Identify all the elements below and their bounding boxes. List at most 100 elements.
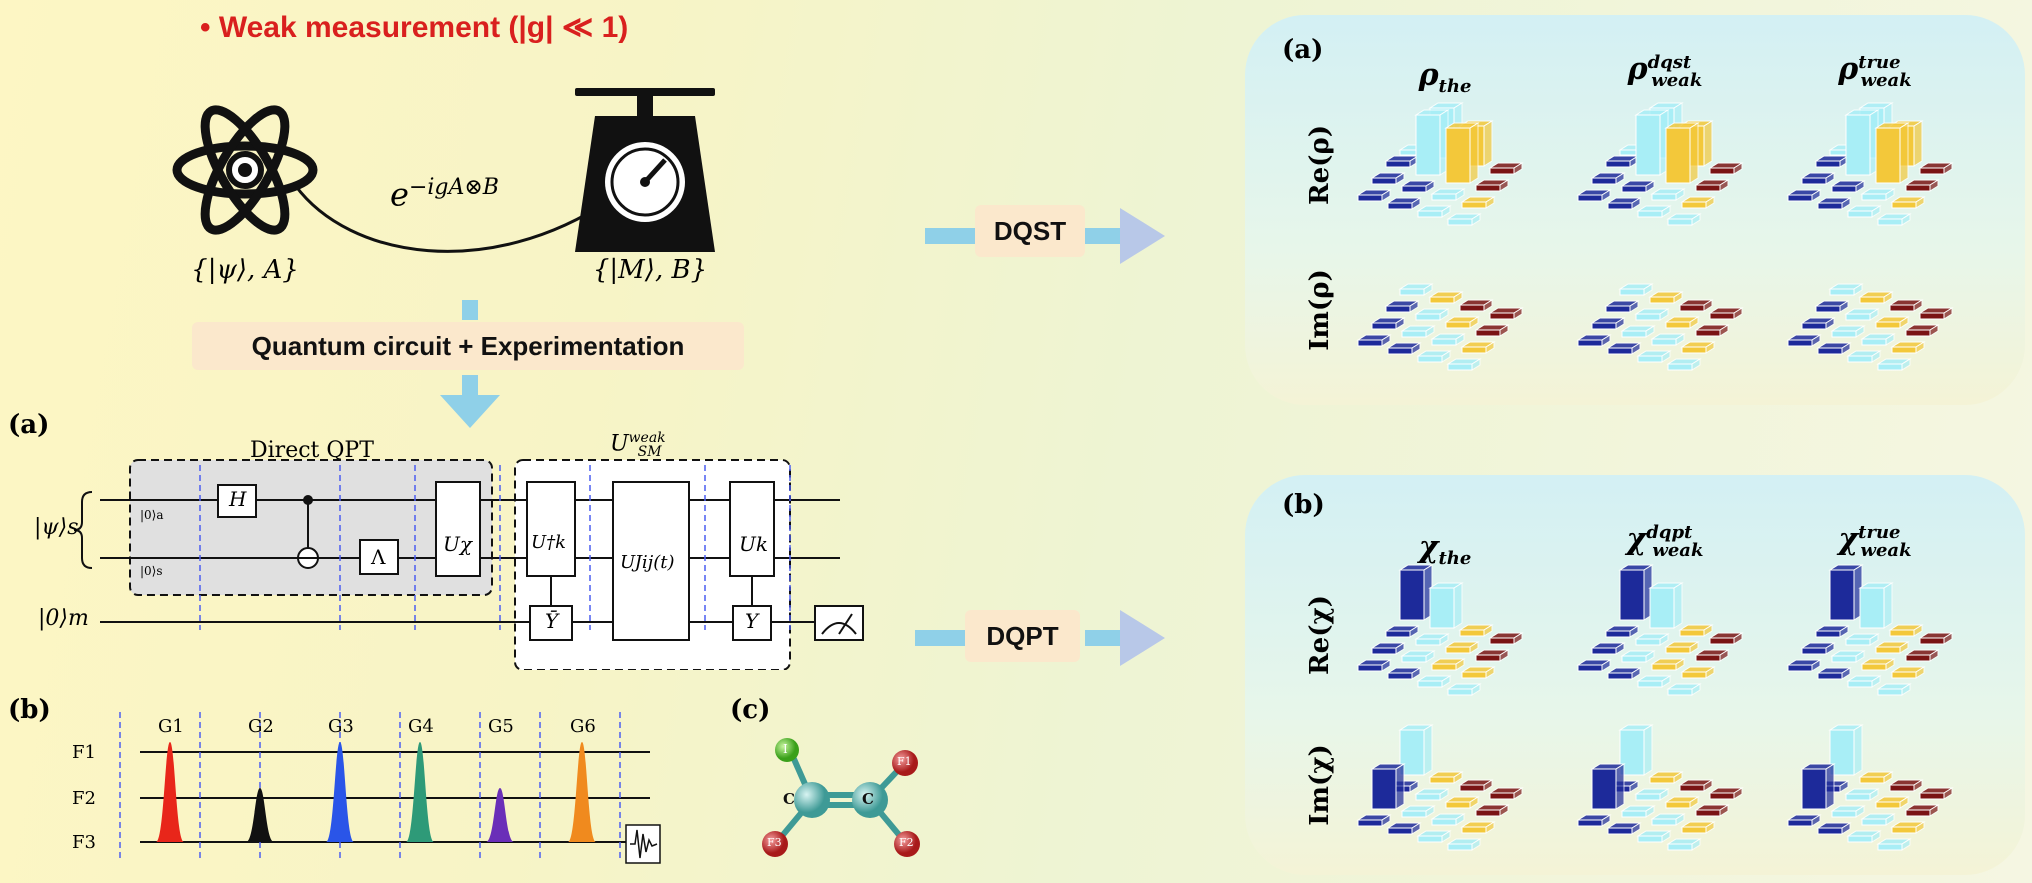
matrix-bar-side: [1703, 779, 1713, 792]
matrix-bar: [1461, 826, 1487, 834]
matrix-bar-side: [1439, 633, 1449, 646]
matrix-bar-side: [1661, 675, 1671, 688]
matrix-bar-side: [1705, 666, 1715, 679]
matrix-bar: [1401, 810, 1427, 818]
matrix-bar: [1431, 818, 1457, 826]
matrix-bar: [1861, 818, 1887, 826]
zero-a-label: |0⟩a: [140, 508, 164, 522]
iodine-label: I: [783, 742, 788, 756]
matrix-bar: [1475, 654, 1501, 662]
matrix-bar: [1891, 671, 1917, 679]
matrix-bar: [1387, 347, 1413, 355]
matrix-bar-side: [1469, 122, 1479, 184]
matrix-bar-side: [1675, 813, 1685, 826]
matrix-bar-side: [1425, 805, 1435, 818]
matrix-bar-side: [1439, 308, 1449, 321]
matrix-bar-side: [1469, 641, 1479, 654]
matrix-bar: [1847, 355, 1873, 363]
matrix-bar: [1877, 688, 1903, 696]
matrix-bar: [1447, 688, 1473, 696]
matrix-bar-side: [1841, 197, 1851, 210]
matrix-bar-side: [1915, 196, 1925, 209]
matrix-bar: [1429, 296, 1455, 304]
ybar-gate: Ȳ: [545, 609, 559, 633]
matrix-bar-side: [1673, 771, 1683, 784]
matrix-bar: [1667, 218, 1693, 226]
matrix-bar-side: [1423, 724, 1433, 776]
matrix-bar-side: [1929, 179, 1939, 192]
matrix-bar-side: [1631, 667, 1641, 680]
matrix-bar-side: [1395, 172, 1405, 185]
matrix-bar: [1847, 835, 1873, 843]
g-label: G5: [488, 716, 514, 737]
matrix-bar-side: [1381, 659, 1391, 672]
fluorine-2-label: F2: [899, 836, 914, 849]
matrix-bar-side: [1601, 189, 1611, 202]
matrix-bar-side: [1455, 188, 1465, 201]
matrix-bar-side: [1483, 120, 1493, 167]
matrix-bar-side: [1883, 291, 1893, 304]
matrix-bar: [1859, 776, 1885, 784]
matrix-bar-side: [1441, 675, 1451, 688]
matrix-bar: [1695, 809, 1721, 817]
matrix-bar: [1919, 792, 1945, 800]
matrix-bar: [1875, 801, 1901, 809]
matrix-bar-side: [1629, 300, 1639, 313]
h-gate: H: [229, 487, 247, 511]
matrix-bar: [1801, 647, 1827, 655]
matrix-bar-side: [1485, 666, 1495, 679]
matrix-bar: [1445, 321, 1471, 329]
matrix-bar-side: [1631, 822, 1641, 835]
matrix-bar: [1385, 630, 1411, 638]
matrix-bar-side: [1499, 324, 1509, 337]
matrix-bar-side: [1913, 120, 1923, 167]
pulse: [246, 788, 274, 842]
matrix-bar-side: [1601, 814, 1611, 827]
matrix-bar: [1889, 629, 1915, 637]
matrix-bar-side: [1871, 205, 1881, 218]
chi-true-heading: χtrueweak: [1838, 522, 1912, 561]
matrix-bar-side: [1425, 650, 1435, 663]
matrix-bar-side: [1915, 341, 1925, 354]
matrix-bar: [1577, 194, 1603, 202]
matrix-bar-side: [1811, 334, 1821, 347]
matrix-bar: [1387, 827, 1413, 835]
matrix-bar: [1415, 638, 1441, 646]
f-label: F3: [72, 832, 96, 853]
matrix-bar-side: [1485, 821, 1495, 834]
matrix-bar-side: [1913, 624, 1923, 637]
matrix-bar-side: [1689, 796, 1699, 809]
matrix-bar: [1801, 177, 1827, 185]
matrix-bar-side: [1381, 189, 1391, 202]
matrix-bar: [1371, 768, 1397, 810]
chi-dqpt-heading: χdqptweak: [1626, 522, 1704, 561]
f-label: F2: [72, 788, 96, 809]
matrix-bar-side: [1499, 649, 1509, 662]
page-title: • Weak measurement (|g| ≪ 1): [200, 11, 629, 44]
matrix-bar-side: [1719, 324, 1729, 337]
matrix-bar: [1387, 202, 1413, 210]
rho-the-heading: ρthe: [1418, 58, 1472, 97]
circuit-panel-label: (a): [8, 410, 50, 440]
matrix-bar-side: [1645, 180, 1655, 193]
matrix-bar: [1919, 637, 1945, 645]
matrix-bar-side: [1929, 324, 1939, 337]
matrix-bar-side: [1689, 641, 1699, 654]
matrix-bar-side: [1839, 625, 1849, 638]
matrix-bar: [1385, 305, 1411, 313]
matrix-bar: [1445, 801, 1471, 809]
matrix-bar-side: [1615, 172, 1625, 185]
matrix-bar-side: [1675, 333, 1685, 346]
matrix-bar: [1889, 304, 1915, 312]
matrix-bar: [1801, 768, 1827, 810]
matrix-bar: [1417, 210, 1443, 218]
matrix-bar-side: [1471, 683, 1481, 696]
matrix-bar: [1447, 218, 1473, 226]
matrix-bar-side: [1869, 788, 1879, 801]
matrix-bar-side: [1841, 342, 1851, 355]
matrix-bar: [1399, 288, 1425, 296]
matrix-bar-side: [1855, 650, 1865, 663]
matrix-bar: [1845, 638, 1871, 646]
matrix-bar-side: [1601, 334, 1611, 347]
matrix-bar-side: [1483, 624, 1493, 637]
